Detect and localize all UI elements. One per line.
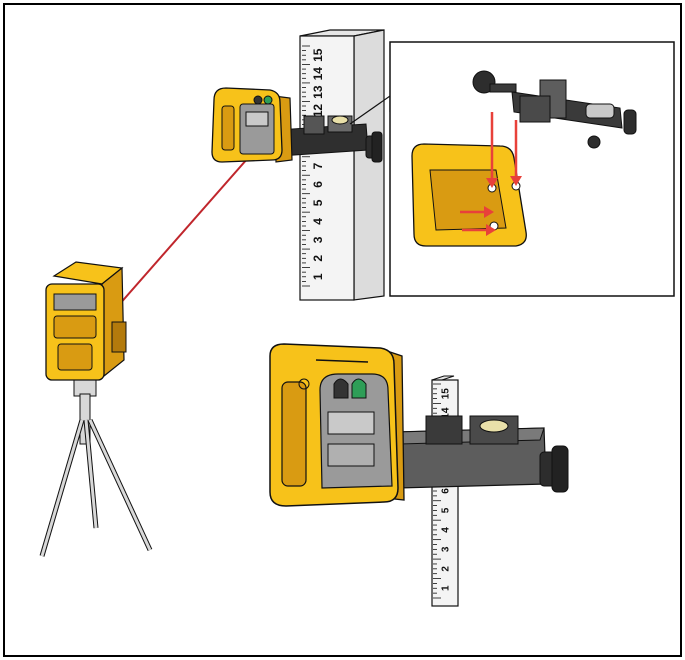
- upper-ruler-label: 7: [311, 162, 325, 169]
- lower-ruler-label: 14: [441, 407, 452, 419]
- lower-button-dark: [333, 378, 349, 399]
- inset-thumb-screw: [489, 83, 517, 93]
- level-emitter: [111, 321, 127, 353]
- clamp-bracket-icon: [472, 70, 637, 149]
- tripod-leg-left-fill: [40, 419, 84, 557]
- tripod-center-column: [79, 393, 91, 445]
- upper-button-dark: [253, 95, 263, 105]
- upper-ruler-label: 2: [311, 255, 325, 262]
- level-window: [53, 293, 97, 311]
- tripod-head: [73, 377, 97, 397]
- upper-ruler-label: 15: [311, 48, 325, 62]
- lower-ruler-label: 15: [441, 388, 452, 400]
- lower-ruler-label: 6: [441, 488, 452, 494]
- lower-top-slot: [315, 359, 369, 363]
- level-badge: [53, 315, 97, 339]
- laser-beam: [117, 141, 263, 307]
- inset-bottom-screw: [587, 135, 601, 149]
- upper-measuring-stake: 123456781112131415: [299, 29, 385, 301]
- inset-bubble-vial: [585, 103, 615, 119]
- lower-button-green: [351, 378, 367, 399]
- lower-bubble-vial: [479, 419, 509, 433]
- upper-ruler-label: 14: [311, 67, 325, 81]
- upper-ruler-label: 5: [311, 199, 325, 206]
- lower-grip: [281, 381, 307, 487]
- lower-detector-window-2: [327, 443, 375, 467]
- outer-frame: [3, 3, 682, 657]
- upper-clamp-jaw: [303, 115, 325, 135]
- arrow-right-2-head: [486, 224, 496, 236]
- tripod-leg-right-fill: [88, 419, 152, 551]
- upper-ruler-label: 4: [311, 218, 325, 225]
- lower-ruler-label: 5: [441, 507, 452, 513]
- upper-ruler-label: 12: [311, 104, 325, 118]
- upper-button-green: [263, 95, 273, 105]
- upper-grip: [221, 105, 235, 151]
- level-lower-panel: [57, 343, 93, 371]
- lower-measuring-stake: 12345678131415: [431, 375, 459, 607]
- mounted-detector-icon: [269, 343, 569, 507]
- stake-side-face: [353, 29, 385, 301]
- inset-bracket-body: [519, 95, 551, 123]
- arrow-right-1-head: [484, 206, 494, 218]
- arrow-down-2-head: [510, 176, 522, 186]
- alignment-arrow-icon: [460, 112, 522, 236]
- arrow-down-1-head: [486, 178, 498, 188]
- lower-detector-window: [327, 411, 375, 435]
- upper-ruler-label: 3: [311, 236, 325, 243]
- lower-ruler-label: 2: [441, 566, 452, 572]
- stake-front-face: [299, 35, 355, 301]
- lower-clamp-knob-cap: [551, 445, 569, 493]
- lower-ruler-label: 4: [441, 527, 452, 533]
- lower-ruler-label: 1: [441, 585, 452, 591]
- inset-detail: [389, 41, 675, 297]
- laser-level-icon: [45, 261, 127, 381]
- upper-detector-window: [245, 111, 269, 127]
- lower-clamp-jaw: [425, 415, 463, 445]
- upper-ruler-label: 13: [311, 85, 325, 99]
- upper-ruler-label: 6: [311, 181, 325, 188]
- lower-rod-top: [431, 375, 455, 381]
- lower-speaker-mark: [298, 378, 310, 390]
- inset-side-knob: [623, 109, 637, 135]
- upper-clamp-knob-cap: [371, 131, 383, 163]
- upper-ruler-label: 1: [311, 273, 325, 280]
- tripod-icon: [39, 377, 153, 557]
- upper-bubble-vial: [331, 115, 349, 125]
- tripod-leg-middle-fill: [84, 419, 98, 529]
- lower-ruler-label: 3: [441, 546, 452, 552]
- upper-mounted-detector: [211, 87, 383, 163]
